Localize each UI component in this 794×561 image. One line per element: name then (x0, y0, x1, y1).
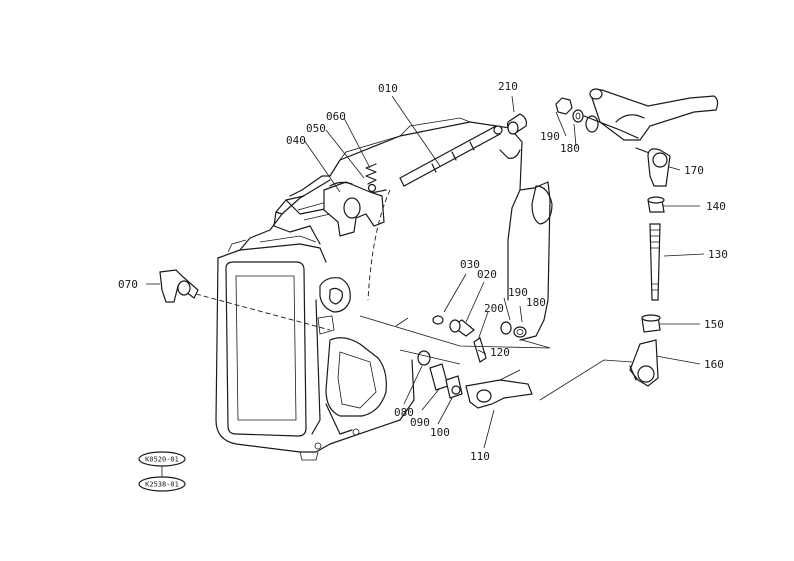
label-090: 090 (410, 416, 430, 429)
leader-lines (146, 95, 705, 449)
label-070: 070 (118, 278, 138, 291)
reference-badges: K0520-01 K2538-01 (138, 451, 186, 492)
label-120: 120 (490, 346, 510, 359)
label-100: 100 (430, 426, 450, 439)
pedal-linkage (555, 88, 719, 387)
label-080: 080 (394, 406, 414, 419)
label-140: 140 (706, 200, 726, 213)
transmission-case (215, 117, 553, 461)
small-hardware (432, 315, 527, 363)
badge-bottom-outline (138, 476, 186, 492)
lever-shaft-070 (159, 269, 331, 331)
label-180-mid: 180 (526, 296, 546, 309)
label-050: 050 (306, 122, 326, 135)
label-170: 170 (684, 164, 704, 177)
lever-set (417, 350, 463, 399)
label-020: 020 (477, 268, 497, 281)
label-200: 200 (484, 302, 504, 315)
shift-arm-110 (465, 369, 533, 409)
badge-top-text: K0520-01 (145, 456, 179, 464)
bush-210 (507, 113, 527, 135)
label-060: 060 (326, 110, 346, 123)
badge-bottom-text: K2538-01 (145, 481, 179, 489)
label-210: 210 (498, 80, 518, 93)
spring-and-ball (365, 163, 377, 193)
label-010: 010 (378, 82, 398, 95)
label-110: 110 (470, 450, 490, 463)
label-190-mid: 190 (508, 286, 528, 299)
label-190-top: 190 (540, 130, 560, 143)
shift-fork-040 (323, 181, 385, 237)
part-labels: 010 020 030 040 050 060 070 080 090 100 … (118, 80, 728, 463)
label-160: 160 (704, 358, 724, 371)
label-180-top: 180 (560, 142, 580, 155)
label-150: 150 (704, 318, 724, 331)
label-130: 130 (708, 248, 728, 261)
shift-rod (399, 125, 503, 187)
label-030: 030 (460, 258, 480, 271)
label-040: 040 (286, 134, 306, 147)
